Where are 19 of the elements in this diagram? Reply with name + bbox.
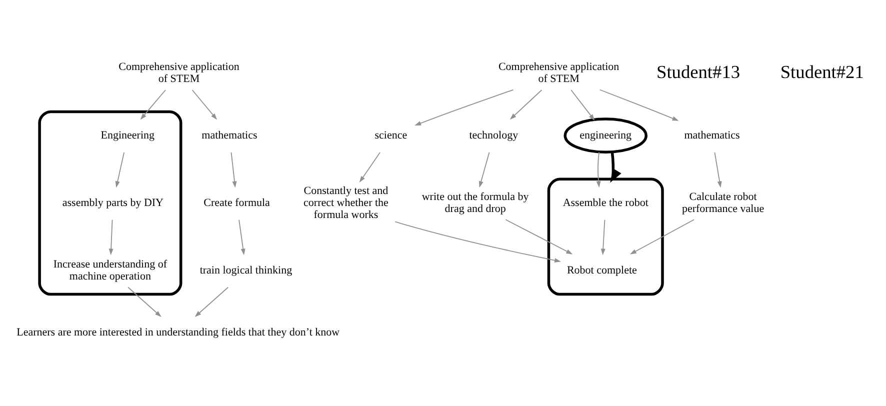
- node-text: Assemble the robot: [562, 196, 648, 209]
- node-text: Increase understanding of machine operation: [53, 258, 168, 282]
- node-text: technology: [469, 129, 518, 142]
- node-text: Engineering: [100, 129, 155, 142]
- node-text: write out the formula by drag and drop: [422, 190, 529, 215]
- node-text: mathematics: [202, 129, 258, 142]
- node-text: Comprehensive application of STEM: [498, 61, 620, 85]
- node-text: Learners are more interested in understanding fields that they don’t know: [16, 326, 340, 339]
- node-text: science: [374, 129, 408, 142]
- label: Student#13: [656, 62, 740, 82]
- node-text: Comprehensive application of STEM: [118, 61, 240, 85]
- node-text: assembly parts by DIY: [62, 196, 164, 209]
- node-text: Constantly test and correct whether the formula works: [304, 184, 388, 221]
- label: Student#21: [780, 62, 864, 82]
- node-text: Create formula: [204, 196, 270, 209]
- node-text: Calculate robot performance value: [682, 190, 764, 215]
- node-text: Robot complete: [566, 264, 637, 276]
- node-text: train logical thinking: [200, 264, 292, 276]
- node-text: mathematics: [684, 129, 740, 142]
